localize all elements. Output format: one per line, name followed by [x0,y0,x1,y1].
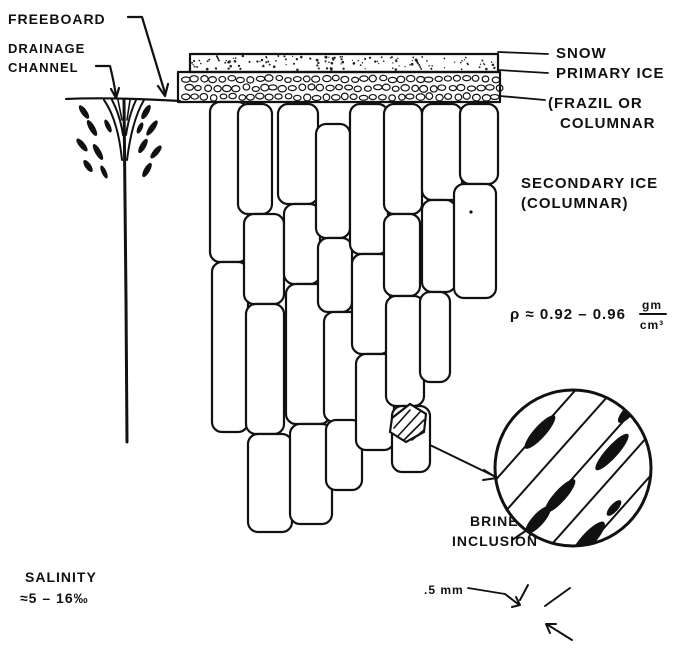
label-frazil-line1: (FRAZIL OR [548,95,643,112]
snow-stipple [191,55,496,71]
magnified-brine-inset [440,320,680,640]
drainage-leader-arrow [96,66,119,98]
label-drainage-channel-line1: DRAINAGE [8,41,85,56]
label-freeboard: FREEBOARD [8,11,106,27]
frazil-granules [182,75,503,101]
label-scale: .5 mm [424,583,464,597]
frazil-leader-line [500,96,545,100]
speck [469,210,472,213]
label-salinity-line2: ≈5 – 16‰ [20,590,89,606]
primary-ice-leader-line [498,70,548,73]
drainage-channel-core [124,100,127,442]
snow-leader-line [498,52,548,54]
label-frazil-line2: COLUMNAR [560,115,656,132]
freeboard-leader-arrow [128,17,168,96]
label-drainage-channel-line2: CHANNEL [8,60,79,75]
label-density: ρ ≈ 0.92 – 0.96 [510,306,626,323]
label-snow: SNOW [556,45,607,62]
scale-indicator [505,585,572,640]
label-density-unit-denominator: cm³ [640,318,664,332]
drainage-channel [75,100,164,442]
snow-and-primary-ice-band [178,54,503,102]
label-primary-ice: PRIMARY ICE [556,65,665,82]
columnar-ice-grains [210,102,498,532]
label-secondary-ice-line2: (COLUMNAR) [521,195,628,212]
label-density-unit-numerator: gm [642,298,662,312]
label-brine-line2: INCLUSION [452,533,538,549]
zoom-arrow [430,445,497,480]
label-salinity-line1: SALINITY [25,569,97,585]
label-secondary-ice-line1: SECONDARY ICE [521,175,658,192]
scale-leader-line [468,588,505,594]
